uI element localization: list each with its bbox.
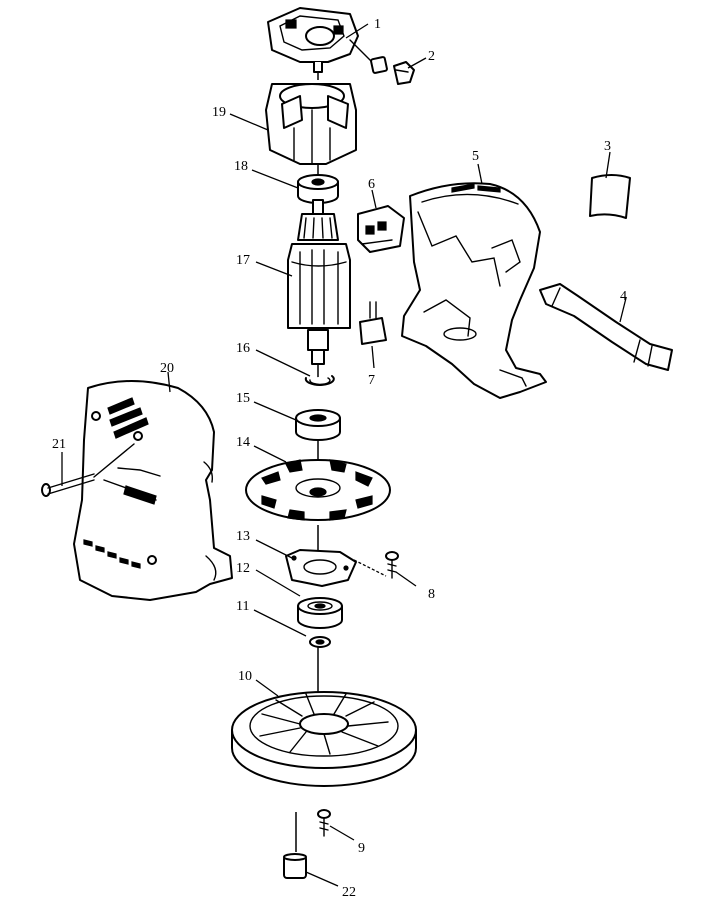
callout-20: 20 bbox=[160, 361, 174, 376]
part-5-handle-housing bbox=[401, 182, 547, 399]
callout-7: 7 bbox=[368, 373, 375, 388]
part-4-cord-guard bbox=[539, 283, 673, 371]
callout-14: 14 bbox=[236, 435, 250, 450]
callout-4: 4 bbox=[620, 289, 627, 304]
callout-18: 18 bbox=[234, 159, 248, 174]
callout-12: 12 bbox=[236, 561, 250, 576]
part-13-retainer-plate bbox=[285, 549, 357, 587]
callout-16: 16 bbox=[236, 341, 250, 356]
part-16-retaining-ring bbox=[304, 375, 335, 386]
part-7-noise-suppressor bbox=[359, 301, 387, 345]
part-21-screw bbox=[41, 443, 135, 497]
part-22-plug bbox=[283, 853, 307, 879]
callout-1: 1 bbox=[374, 17, 381, 32]
part-3-label bbox=[589, 174, 631, 219]
part-8-screw bbox=[353, 551, 399, 579]
callout-2: 2 bbox=[428, 49, 435, 64]
part-1-brush-holder bbox=[267, 7, 373, 73]
callout-3: 3 bbox=[604, 139, 611, 154]
part-11-washer bbox=[309, 636, 331, 648]
callout-5: 5 bbox=[472, 149, 479, 164]
part-6-switch bbox=[357, 205, 405, 253]
callout-labels: 1 2 3 4 5 6 7 8 9 10 11 12 13 14 15 16 1… bbox=[52, 17, 627, 900]
part-15-ball-bearing bbox=[295, 409, 341, 441]
part-10-sanding-pad bbox=[231, 691, 417, 787]
callout-19: 19 bbox=[212, 105, 226, 120]
part-12-pad-bearing bbox=[297, 597, 343, 629]
part-2-brush-cap bbox=[370, 56, 415, 85]
callout-9: 9 bbox=[358, 841, 365, 856]
callout-17: 17 bbox=[236, 253, 250, 268]
part-14-fan bbox=[245, 459, 391, 521]
callout-21: 21 bbox=[52, 437, 66, 452]
callout-6: 6 bbox=[368, 177, 375, 192]
part-17-armature bbox=[287, 199, 351, 365]
leader-lines bbox=[61, 23, 627, 887]
callout-15: 15 bbox=[236, 391, 250, 406]
callout-10: 10 bbox=[238, 669, 252, 684]
part-18-ball-bearing bbox=[297, 174, 339, 204]
callout-22: 22 bbox=[342, 885, 356, 900]
callout-13: 13 bbox=[236, 529, 250, 544]
part-9-screw bbox=[317, 809, 331, 837]
callout-8: 8 bbox=[428, 587, 435, 602]
part-19-field-core bbox=[265, 83, 357, 165]
callout-11: 11 bbox=[236, 599, 249, 614]
part-20-housing-cover bbox=[73, 380, 233, 601]
